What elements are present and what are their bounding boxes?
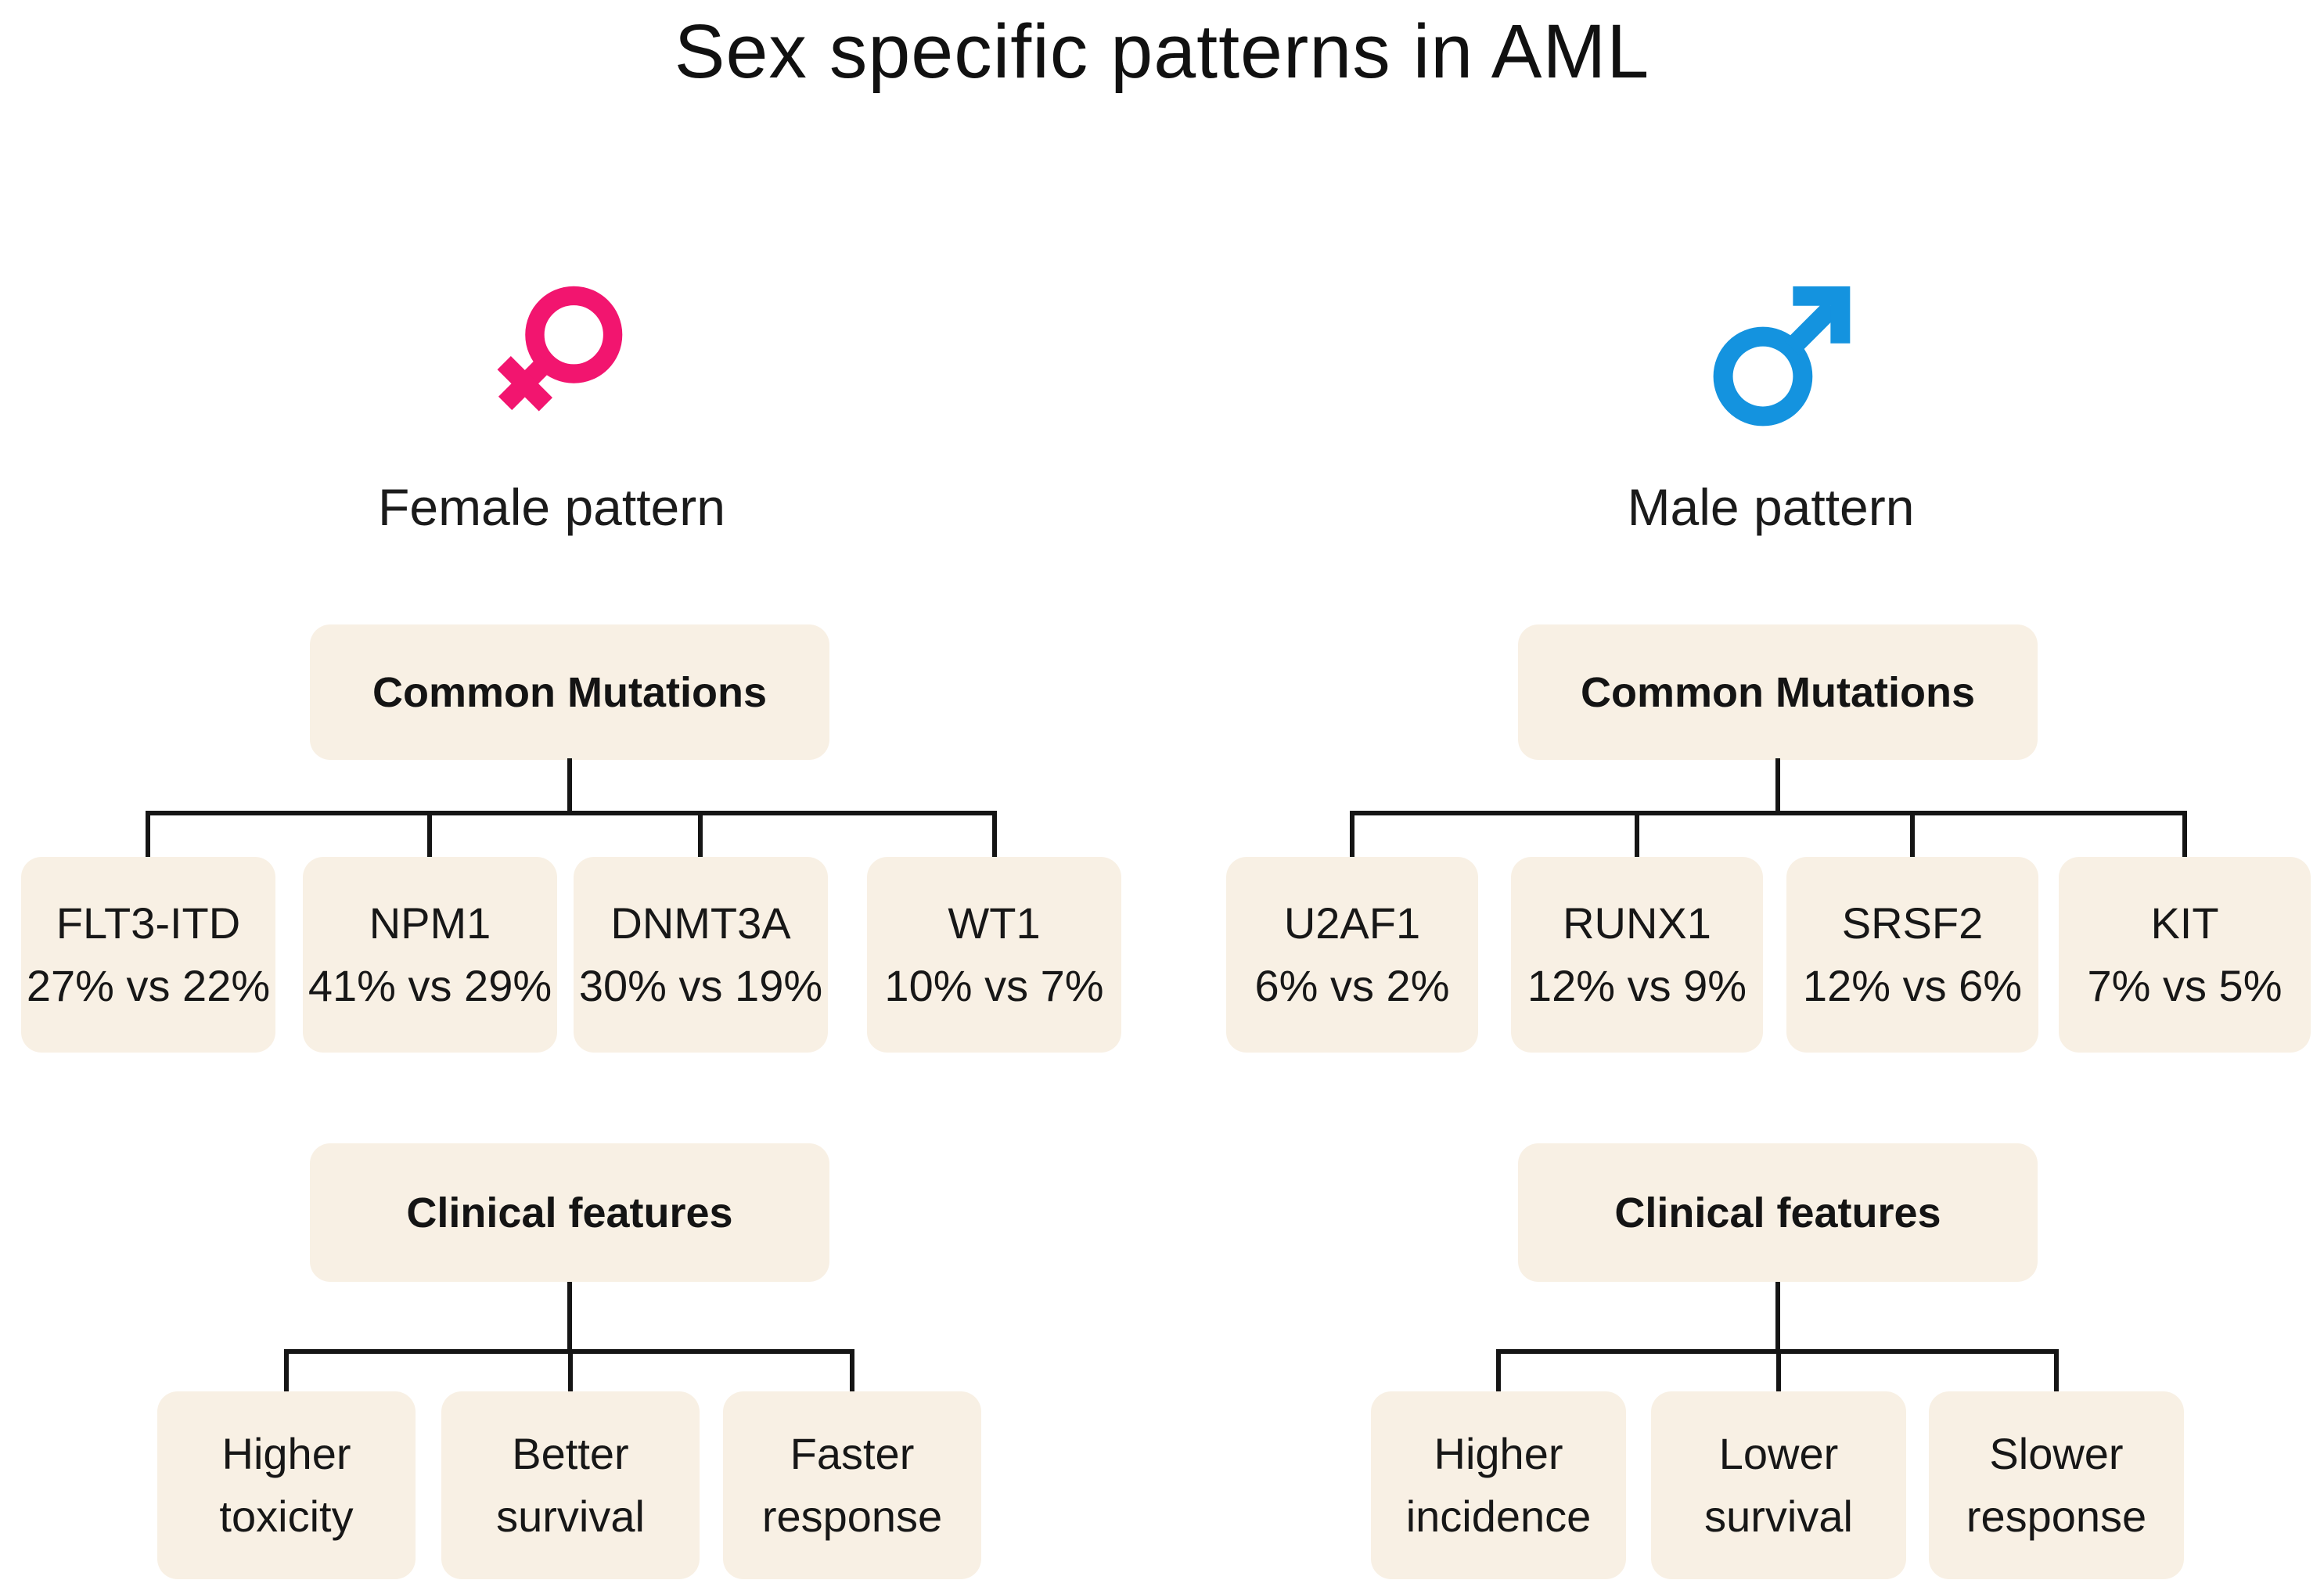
connector-drop xyxy=(427,811,432,859)
clinical-node-better-survival: Better survival xyxy=(441,1391,700,1579)
mutation-name: SRSF2 xyxy=(1841,898,1984,948)
mutation-name: DNMT3A xyxy=(610,898,791,948)
clinical-node-higher-incidence: Higher incidence xyxy=(1371,1391,1626,1579)
connector-drop xyxy=(568,1349,573,1393)
female-symbol-icon xyxy=(484,278,631,425)
clinical-node-faster-response: Faster response xyxy=(723,1391,981,1579)
mutation-node-srsf2: SRSF2 12% vs 6% xyxy=(1786,857,2038,1053)
connector-drop xyxy=(146,811,150,859)
clinical-node-slower-response: Slower response xyxy=(1929,1391,2184,1579)
connector-drop xyxy=(1635,811,1639,859)
clinical-label: Higher toxicity xyxy=(219,1428,354,1541)
male-common-mutations-header: Common Mutations xyxy=(1518,624,2038,760)
connector-drop xyxy=(2054,1349,2059,1393)
mutation-stat: 10% vs 7% xyxy=(884,961,1104,1010)
connector-stem xyxy=(567,758,572,813)
mutation-name: RUNX1 xyxy=(1563,898,1711,948)
mutation-node-u2af1: U2AF1 6% vs 2% xyxy=(1226,857,1478,1053)
connector-stem xyxy=(1775,1282,1780,1354)
connector-drop xyxy=(992,811,997,859)
connector-drop xyxy=(2182,811,2187,859)
female-common-mutations-header: Common Mutations xyxy=(310,624,829,760)
connector-stem xyxy=(567,1282,572,1354)
mutation-node-npm1: NPM1 41% vs 29% xyxy=(303,857,557,1053)
mutation-stat: 7% vs 5% xyxy=(2087,961,2283,1010)
connector-drop xyxy=(698,811,703,859)
mutation-node-flt3-itd: FLT3-ITD 27% vs 22% xyxy=(21,857,275,1053)
female-clinical-features-header: Clinical features xyxy=(310,1143,829,1282)
connector-drop xyxy=(1910,811,1915,859)
connector-bar xyxy=(1350,811,2187,815)
male-pattern-label: Male pattern xyxy=(1627,478,1915,536)
clinical-label: Higher incidence xyxy=(1405,1428,1592,1541)
mutation-node-wt1: WT1 10% vs 7% xyxy=(867,857,1121,1053)
mutation-name: WT1 xyxy=(948,898,1041,948)
mutation-stat: 12% vs 9% xyxy=(1527,961,1747,1010)
mutation-stat: 6% vs 2% xyxy=(1254,961,1450,1010)
clinical-node-higher-toxicity: Higher toxicity xyxy=(157,1391,416,1579)
connector-drop xyxy=(850,1349,854,1393)
mutation-stat: 41% vs 29% xyxy=(308,961,552,1010)
connector-drop xyxy=(1776,1349,1781,1393)
mutation-name: NPM1 xyxy=(369,898,491,948)
connector-drop xyxy=(284,1349,289,1393)
mutation-node-dnmt3a: DNMT3A 30% vs 19% xyxy=(574,857,828,1053)
connector-stem xyxy=(1775,758,1780,813)
clinical-label: Better survival xyxy=(496,1428,645,1541)
clinical-label: Faster response xyxy=(761,1428,943,1541)
clinical-node-lower-survival: Lower survival xyxy=(1651,1391,1906,1579)
diagram-title: Sex specific patterns in AML xyxy=(674,9,1650,94)
clinical-label: Slower response xyxy=(1966,1428,2147,1541)
mutation-stat: 12% vs 6% xyxy=(1802,961,2023,1010)
male-clinical-features-header: Clinical features xyxy=(1518,1143,2038,1282)
connector-drop xyxy=(1496,1349,1501,1393)
mutation-name: KIT xyxy=(2150,898,2219,948)
female-pattern-label: Female pattern xyxy=(378,478,725,536)
male-symbol-icon xyxy=(1706,283,1856,434)
mutation-node-kit: KIT 7% vs 5% xyxy=(2059,857,2311,1053)
mutation-stat: 30% vs 19% xyxy=(578,961,823,1010)
connector-drop xyxy=(1350,811,1354,859)
mutation-stat: 27% vs 22% xyxy=(26,961,271,1010)
clinical-label: Lower survival xyxy=(1704,1428,1853,1541)
mutation-name: FLT3-ITD xyxy=(56,898,241,948)
connector-bar xyxy=(146,811,997,815)
mutation-node-runx1: RUNX1 12% vs 9% xyxy=(1511,857,1763,1053)
mutation-name: U2AF1 xyxy=(1283,898,1421,948)
